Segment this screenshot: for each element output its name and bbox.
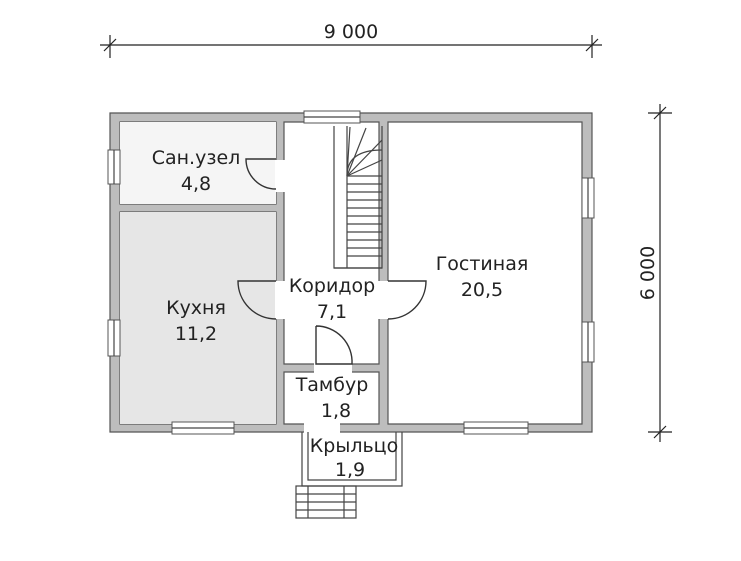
room-vestibule-name: Тамбур [295, 374, 369, 396]
room-porch-name: Крыльцо [310, 435, 398, 457]
room-porch-area: 1,9 [335, 459, 365, 481]
room-living-name: Гостиная [436, 253, 529, 275]
room-living: Гостиная 20,5 [436, 253, 529, 301]
width-dimension-label: 9 000 [324, 21, 378, 43]
room-corridor-name: Коридор [289, 275, 375, 297]
door-openings [275, 160, 389, 433]
kitchen-floor [120, 212, 276, 424]
room-bathroom-area: 4,8 [181, 173, 211, 195]
room-kitchen-area: 11,2 [175, 323, 217, 345]
staircase [333, 126, 383, 269]
room-vestibule: Тамбур 1,8 [295, 374, 369, 422]
room-corridor-area: 7,1 [317, 301, 347, 323]
height-dimension-label: 6 000 [637, 246, 659, 300]
doors [237, 158, 427, 365]
width-dimension: 9 000 [100, 21, 602, 58]
room-living-area: 20,5 [461, 279, 503, 301]
room-bathroom: Сан.узел 4,8 [152, 147, 241, 195]
room-kitchen: Кухня 11,2 [166, 297, 226, 345]
height-dimension: 6 000 [637, 104, 672, 442]
room-kitchen-name: Кухня [166, 297, 226, 319]
bathroom-floor [120, 122, 276, 204]
room-corridor: Коридор 7,1 [289, 275, 375, 323]
room-vestibule-area: 1,8 [321, 400, 351, 422]
room-bathroom-name: Сан.узел [152, 147, 241, 169]
windows [107, 110, 595, 435]
porch [295, 432, 403, 519]
room-porch: Крыльцо 1,9 [310, 435, 398, 481]
